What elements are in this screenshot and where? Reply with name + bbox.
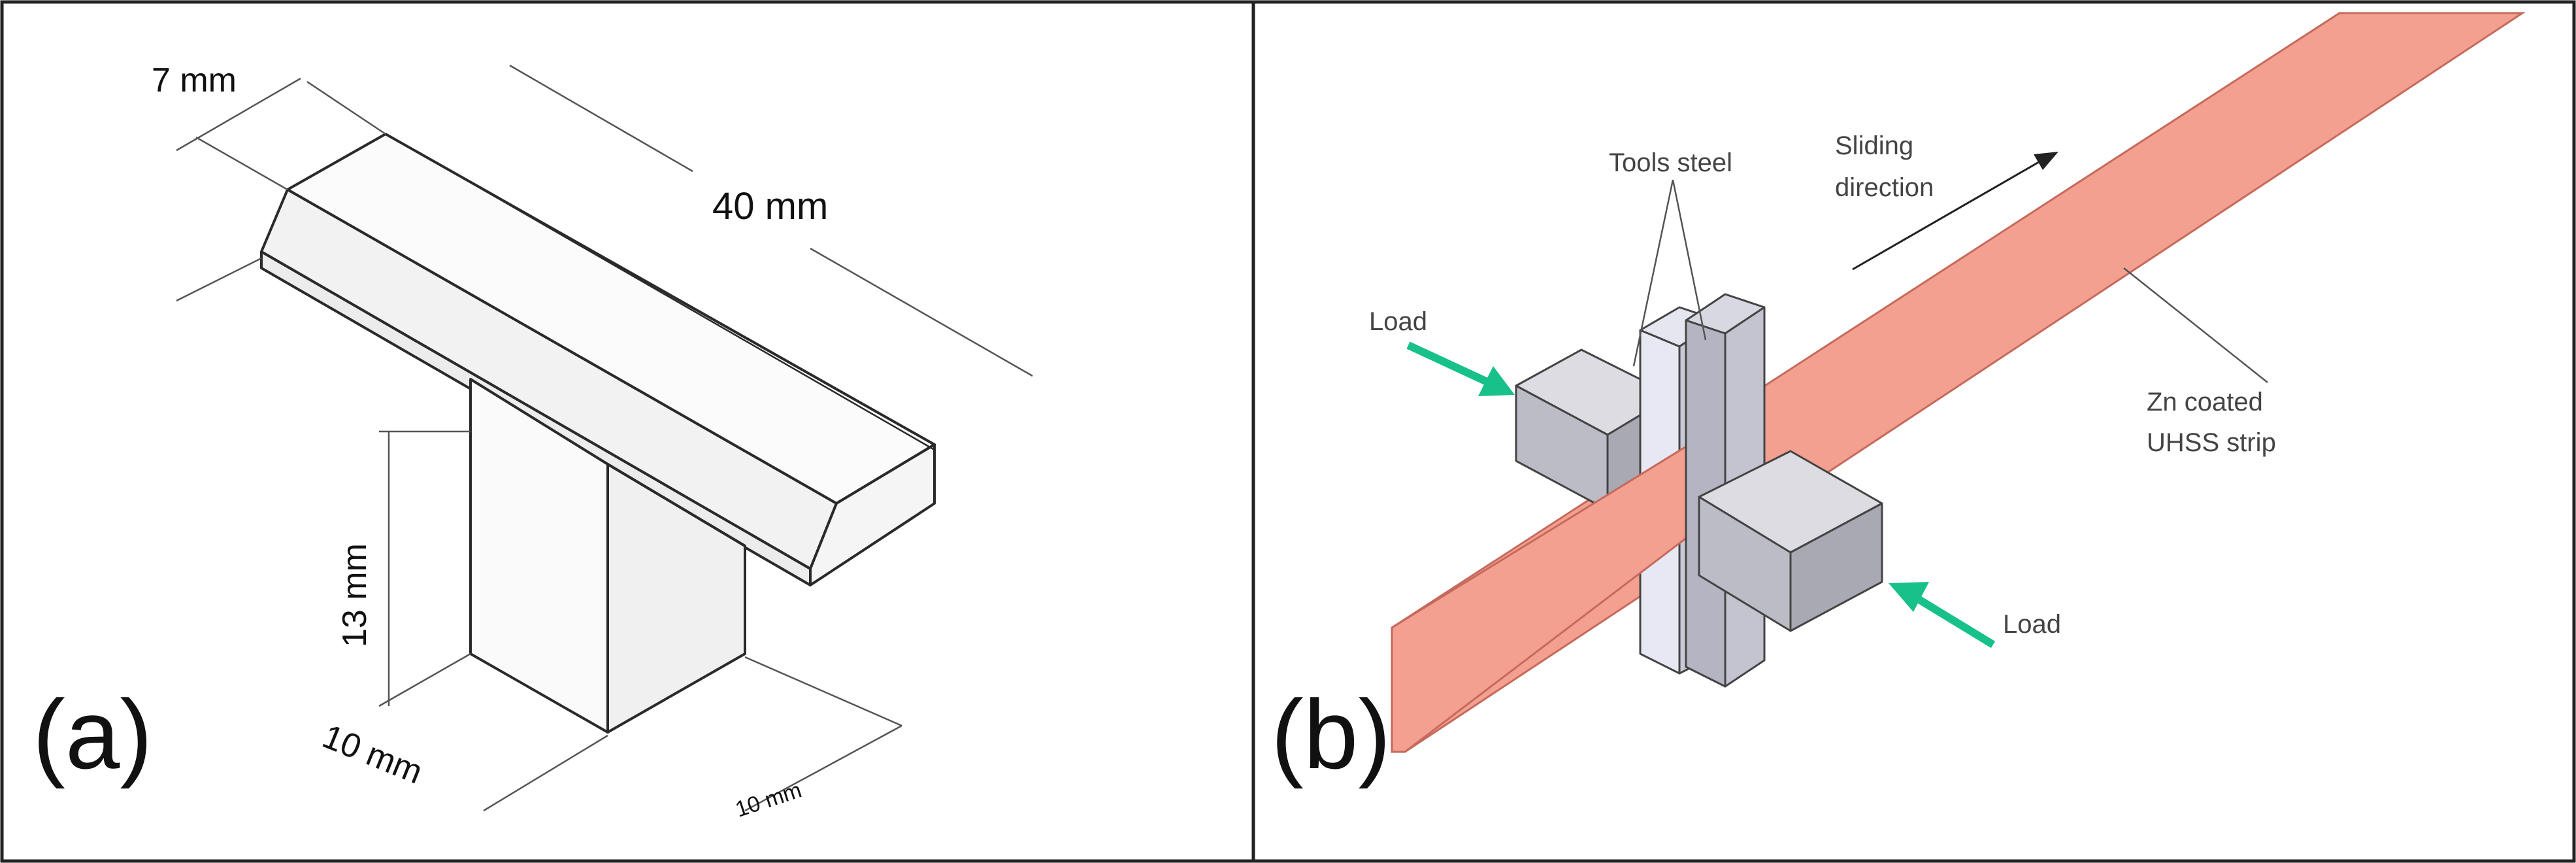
- load-arrow-right: [1889, 582, 1996, 649]
- load-label-right: Load: [2003, 610, 2061, 639]
- tools-steel-label: Tools steel: [1609, 148, 1732, 177]
- panel-b: Tools steel Sliding direction Load Load …: [1271, 12, 2526, 789]
- load-label-left: Load: [1369, 307, 1427, 336]
- leader-lines: [1632, 179, 2268, 383]
- dimension-lines: [176, 64, 1033, 812]
- dim-depth-left: 10 mm: [318, 717, 428, 791]
- sliding-direction-label-1: Sliding: [1835, 131, 1913, 160]
- load-arrow-left: [1406, 341, 1515, 396]
- panel-a-label: (a): [33, 679, 152, 789]
- strip-label-2: UHSS strip: [2147, 428, 2276, 457]
- dim-length: 40 mm: [712, 185, 828, 228]
- dim-depth-right: 10 mm: [733, 777, 805, 822]
- panel-b-label: (b): [1271, 679, 1391, 789]
- panel-a: 7 mm 40 mm 13 mm 10 mm 10 mm (a): [33, 61, 1033, 822]
- t-profile-stem: [469, 378, 746, 734]
- uhss-strip-front: [1391, 416, 1733, 753]
- tool-block-front: [1698, 450, 1883, 632]
- strip-label-1: Zn coated: [2147, 388, 2263, 416]
- dim-height: 13 mm: [336, 543, 374, 647]
- dim-width-top: 7 mm: [152, 61, 237, 99]
- sliding-direction-arrow: [1852, 152, 2058, 271]
- sliding-direction-label-2: direction: [1835, 173, 1934, 202]
